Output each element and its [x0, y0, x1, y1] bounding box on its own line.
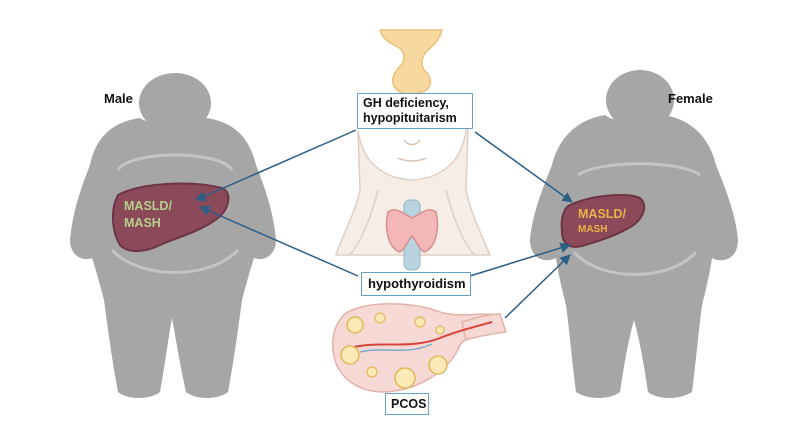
neck-thyroid — [334, 126, 492, 271]
male-head — [139, 73, 211, 133]
neck-line-left — [349, 189, 379, 256]
follicle — [366, 366, 378, 378]
arrow-gh-to-female-liver — [474, 131, 573, 203]
female-liver-line-1: MASLD/ — [578, 207, 626, 221]
ovary-vessel — [349, 321, 493, 349]
female-body — [530, 115, 738, 398]
male-liver-label: MASLD/ MASH — [124, 198, 172, 232]
female-belly-fold — [572, 251, 698, 276]
arrows — [195, 129, 573, 319]
follicle — [346, 316, 364, 334]
arrow-hypothyroidism-to-female-liver — [469, 242, 572, 277]
nose — [403, 139, 421, 146]
male-belly-shade — [116, 153, 234, 171]
follicle — [340, 345, 360, 365]
male-liver-line-1: MASLD/ — [124, 199, 172, 213]
ovary-vessel-blue — [359, 343, 433, 353]
follicle — [374, 312, 386, 324]
gh-line-1: GH deficiency, — [363, 96, 449, 110]
female-silhouette — [530, 70, 738, 398]
pcos-box: PCOS — [385, 393, 429, 415]
female-label: Female — [668, 91, 713, 106]
female-liver-label: MASLD/ MASH — [578, 207, 626, 237]
pituitary-gland — [379, 29, 443, 95]
arrow-hypothyroidism-to-male-liver — [199, 205, 359, 277]
thyroid-lobes — [385, 209, 439, 253]
arrow-gh-to-male-liver — [195, 129, 357, 202]
hypothyroidism-box: hypothyroidism — [361, 272, 471, 296]
neck-line-right — [445, 189, 475, 256]
male-liver-line-2: MASH — [124, 216, 161, 230]
gh-deficiency-box: GH deficiency, hypopituitarism — [357, 93, 473, 129]
gh-line-2: hypopituitarism — [363, 111, 457, 125]
pcos-text: PCOS — [391, 397, 427, 411]
follicle — [394, 367, 416, 389]
hypothyroidism-text: hypothyroidism — [368, 276, 466, 291]
female-liver — [560, 193, 646, 248]
mouth — [397, 157, 427, 162]
ovary-pcos — [332, 303, 507, 393]
male-belly-fold — [110, 248, 240, 274]
follicle — [435, 325, 445, 335]
arrow-pcos-to-female-liver — [504, 254, 571, 319]
follicle — [414, 316, 426, 328]
female-head — [606, 70, 674, 130]
follicle — [428, 355, 448, 375]
male-label: Male — [104, 91, 133, 106]
fallopian-tube — [461, 313, 507, 341]
female-liver-line-2: MASH — [578, 224, 608, 235]
male-body — [70, 118, 276, 398]
female-bust-shade — [577, 162, 701, 177]
